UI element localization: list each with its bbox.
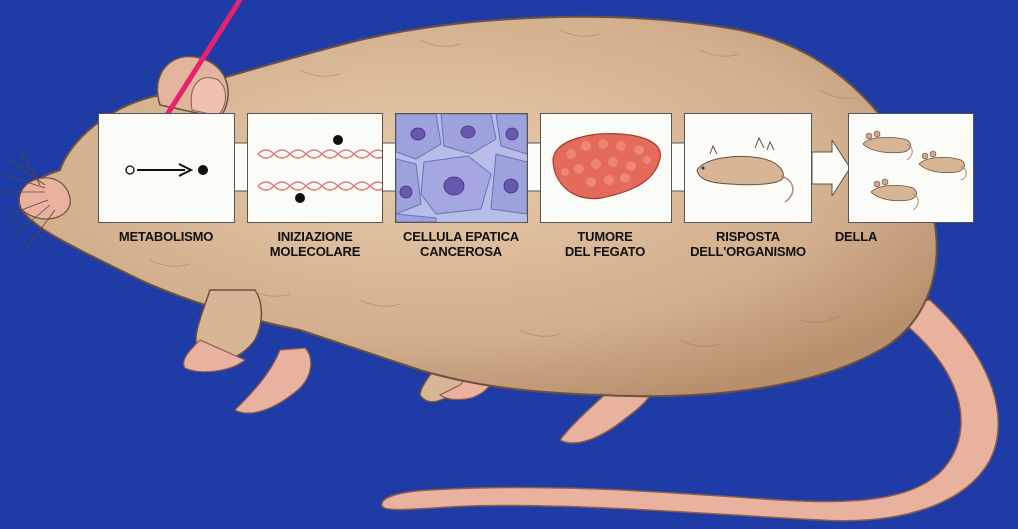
stage-label-metabolismo: METABOLISMO <box>119 229 213 244</box>
arrow-dot-icon <box>99 114 234 222</box>
dna-strand-icon <box>248 114 382 222</box>
panel-della <box>848 113 974 223</box>
liver-tumor-icon <box>541 114 671 222</box>
sick-rat-icon <box>685 114 811 222</box>
panel-cellula <box>395 113 528 223</box>
panel-metabolismo <box>98 113 235 223</box>
liver-cell-icon <box>396 114 527 222</box>
stage-label-della: DELLA <box>835 229 877 244</box>
panel-iniziazione <box>247 113 383 223</box>
rat-snout <box>19 178 70 219</box>
arrow-icon <box>812 140 852 196</box>
rat-front-foot-2 <box>235 348 311 413</box>
rat-population-icon <box>849 114 973 222</box>
panel-risposta <box>684 113 812 223</box>
panel-tumore <box>540 113 672 223</box>
